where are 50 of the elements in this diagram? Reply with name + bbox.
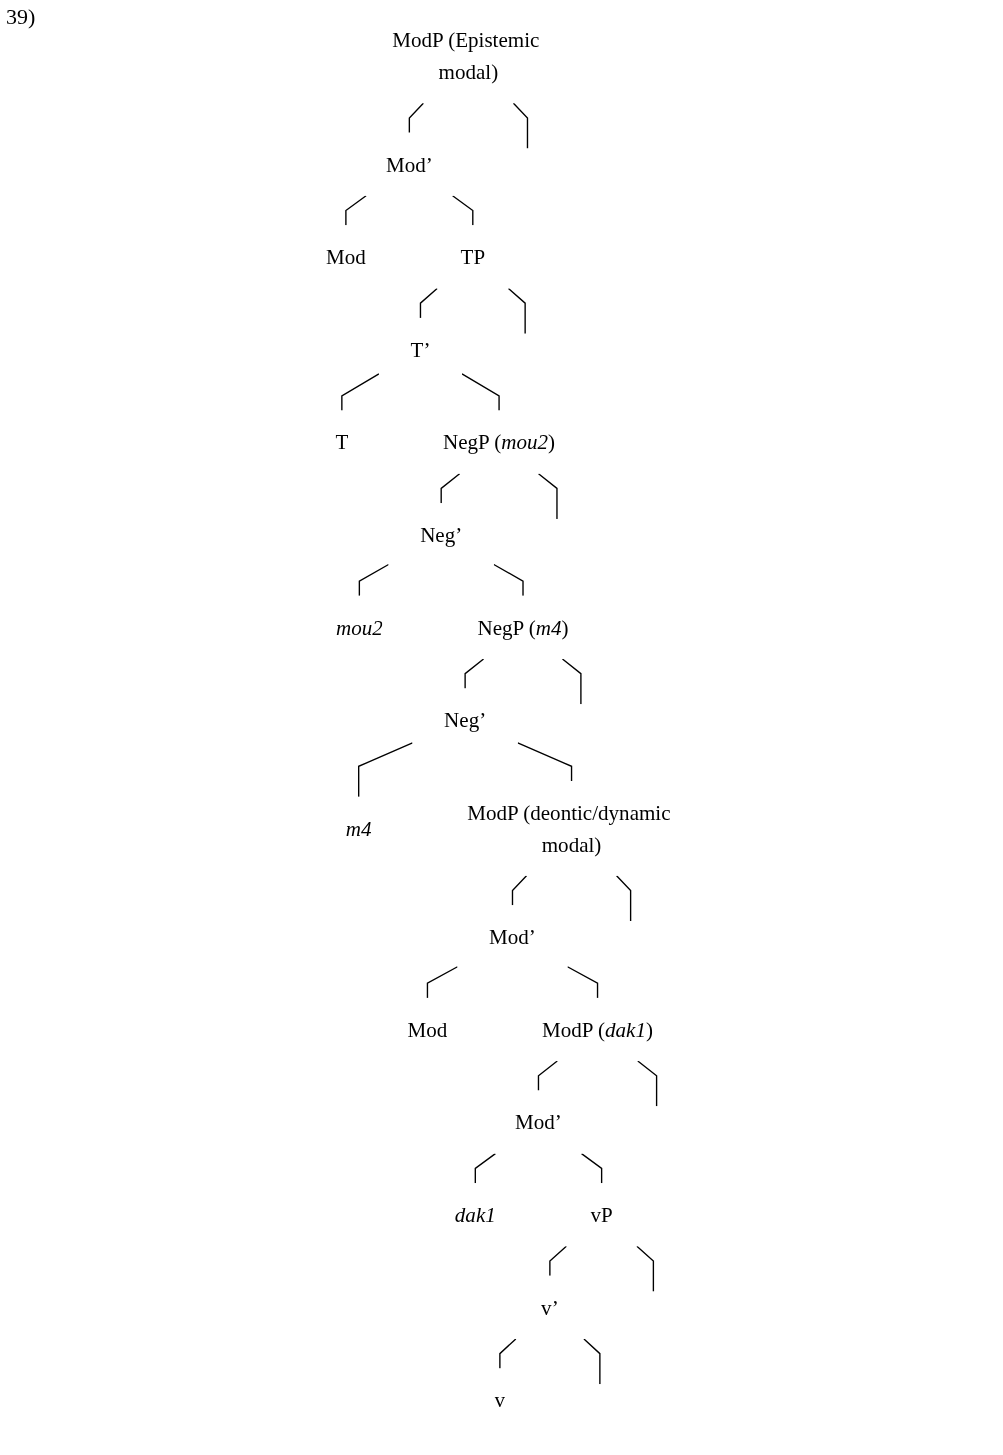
node-text: Mod: [407, 1017, 448, 1042]
connector: [583, 1338, 601, 1385]
connector: [561, 658, 582, 705]
node-text: TP: [460, 245, 486, 269]
connector: [636, 1245, 655, 1293]
connector: [474, 1153, 497, 1184]
node-text: m4: [345, 816, 372, 840]
connector: [507, 287, 526, 335]
node-text: vP: [590, 1203, 613, 1227]
connector: [419, 287, 438, 319]
connector: [517, 742, 573, 782]
node-text: ModP (deontic/dynamic modal): [467, 801, 671, 856]
connector: [637, 1060, 658, 1107]
connector: [537, 473, 558, 520]
node-text: NegP (mou2): [443, 430, 556, 454]
connector: [616, 875, 632, 922]
connector: [512, 102, 529, 150]
connector: [464, 658, 485, 690]
node-text: Mod’: [386, 152, 433, 176]
connector: [537, 1060, 559, 1092]
node-text: Mod: [326, 245, 366, 269]
node-text: Mod’: [489, 925, 536, 949]
connector: [580, 1153, 603, 1184]
node-text: ModP (Epistemic modal): [392, 28, 540, 84]
node-text: Neg’: [444, 708, 487, 732]
connector: [499, 1338, 517, 1370]
node-text: mou2: [336, 615, 383, 639]
node-text: Mod’: [515, 1110, 562, 1134]
connector: [549, 1245, 568, 1277]
connector: [440, 473, 461, 504]
connector: [452, 195, 474, 226]
example-number: 39): [6, 4, 36, 29]
connector: [345, 195, 367, 226]
connector: [426, 966, 459, 999]
node-text: v’: [541, 1295, 559, 1319]
connector: [358, 742, 414, 798]
node-text: Neg’: [420, 523, 463, 547]
connector: [493, 563, 524, 597]
connector: [566, 966, 599, 999]
node-text: ModP (dak1): [542, 1017, 654, 1042]
connector: [358, 563, 390, 597]
connector: [341, 373, 380, 412]
connector: [408, 102, 425, 134]
node-text: dak1: [454, 1203, 496, 1227]
node-text: T: [335, 430, 349, 454]
node-text: T’: [410, 337, 431, 362]
connector: [511, 875, 528, 906]
connector: [461, 373, 500, 412]
node-text: v: [494, 1388, 506, 1412]
node-text: NegP (m4): [477, 615, 569, 639]
